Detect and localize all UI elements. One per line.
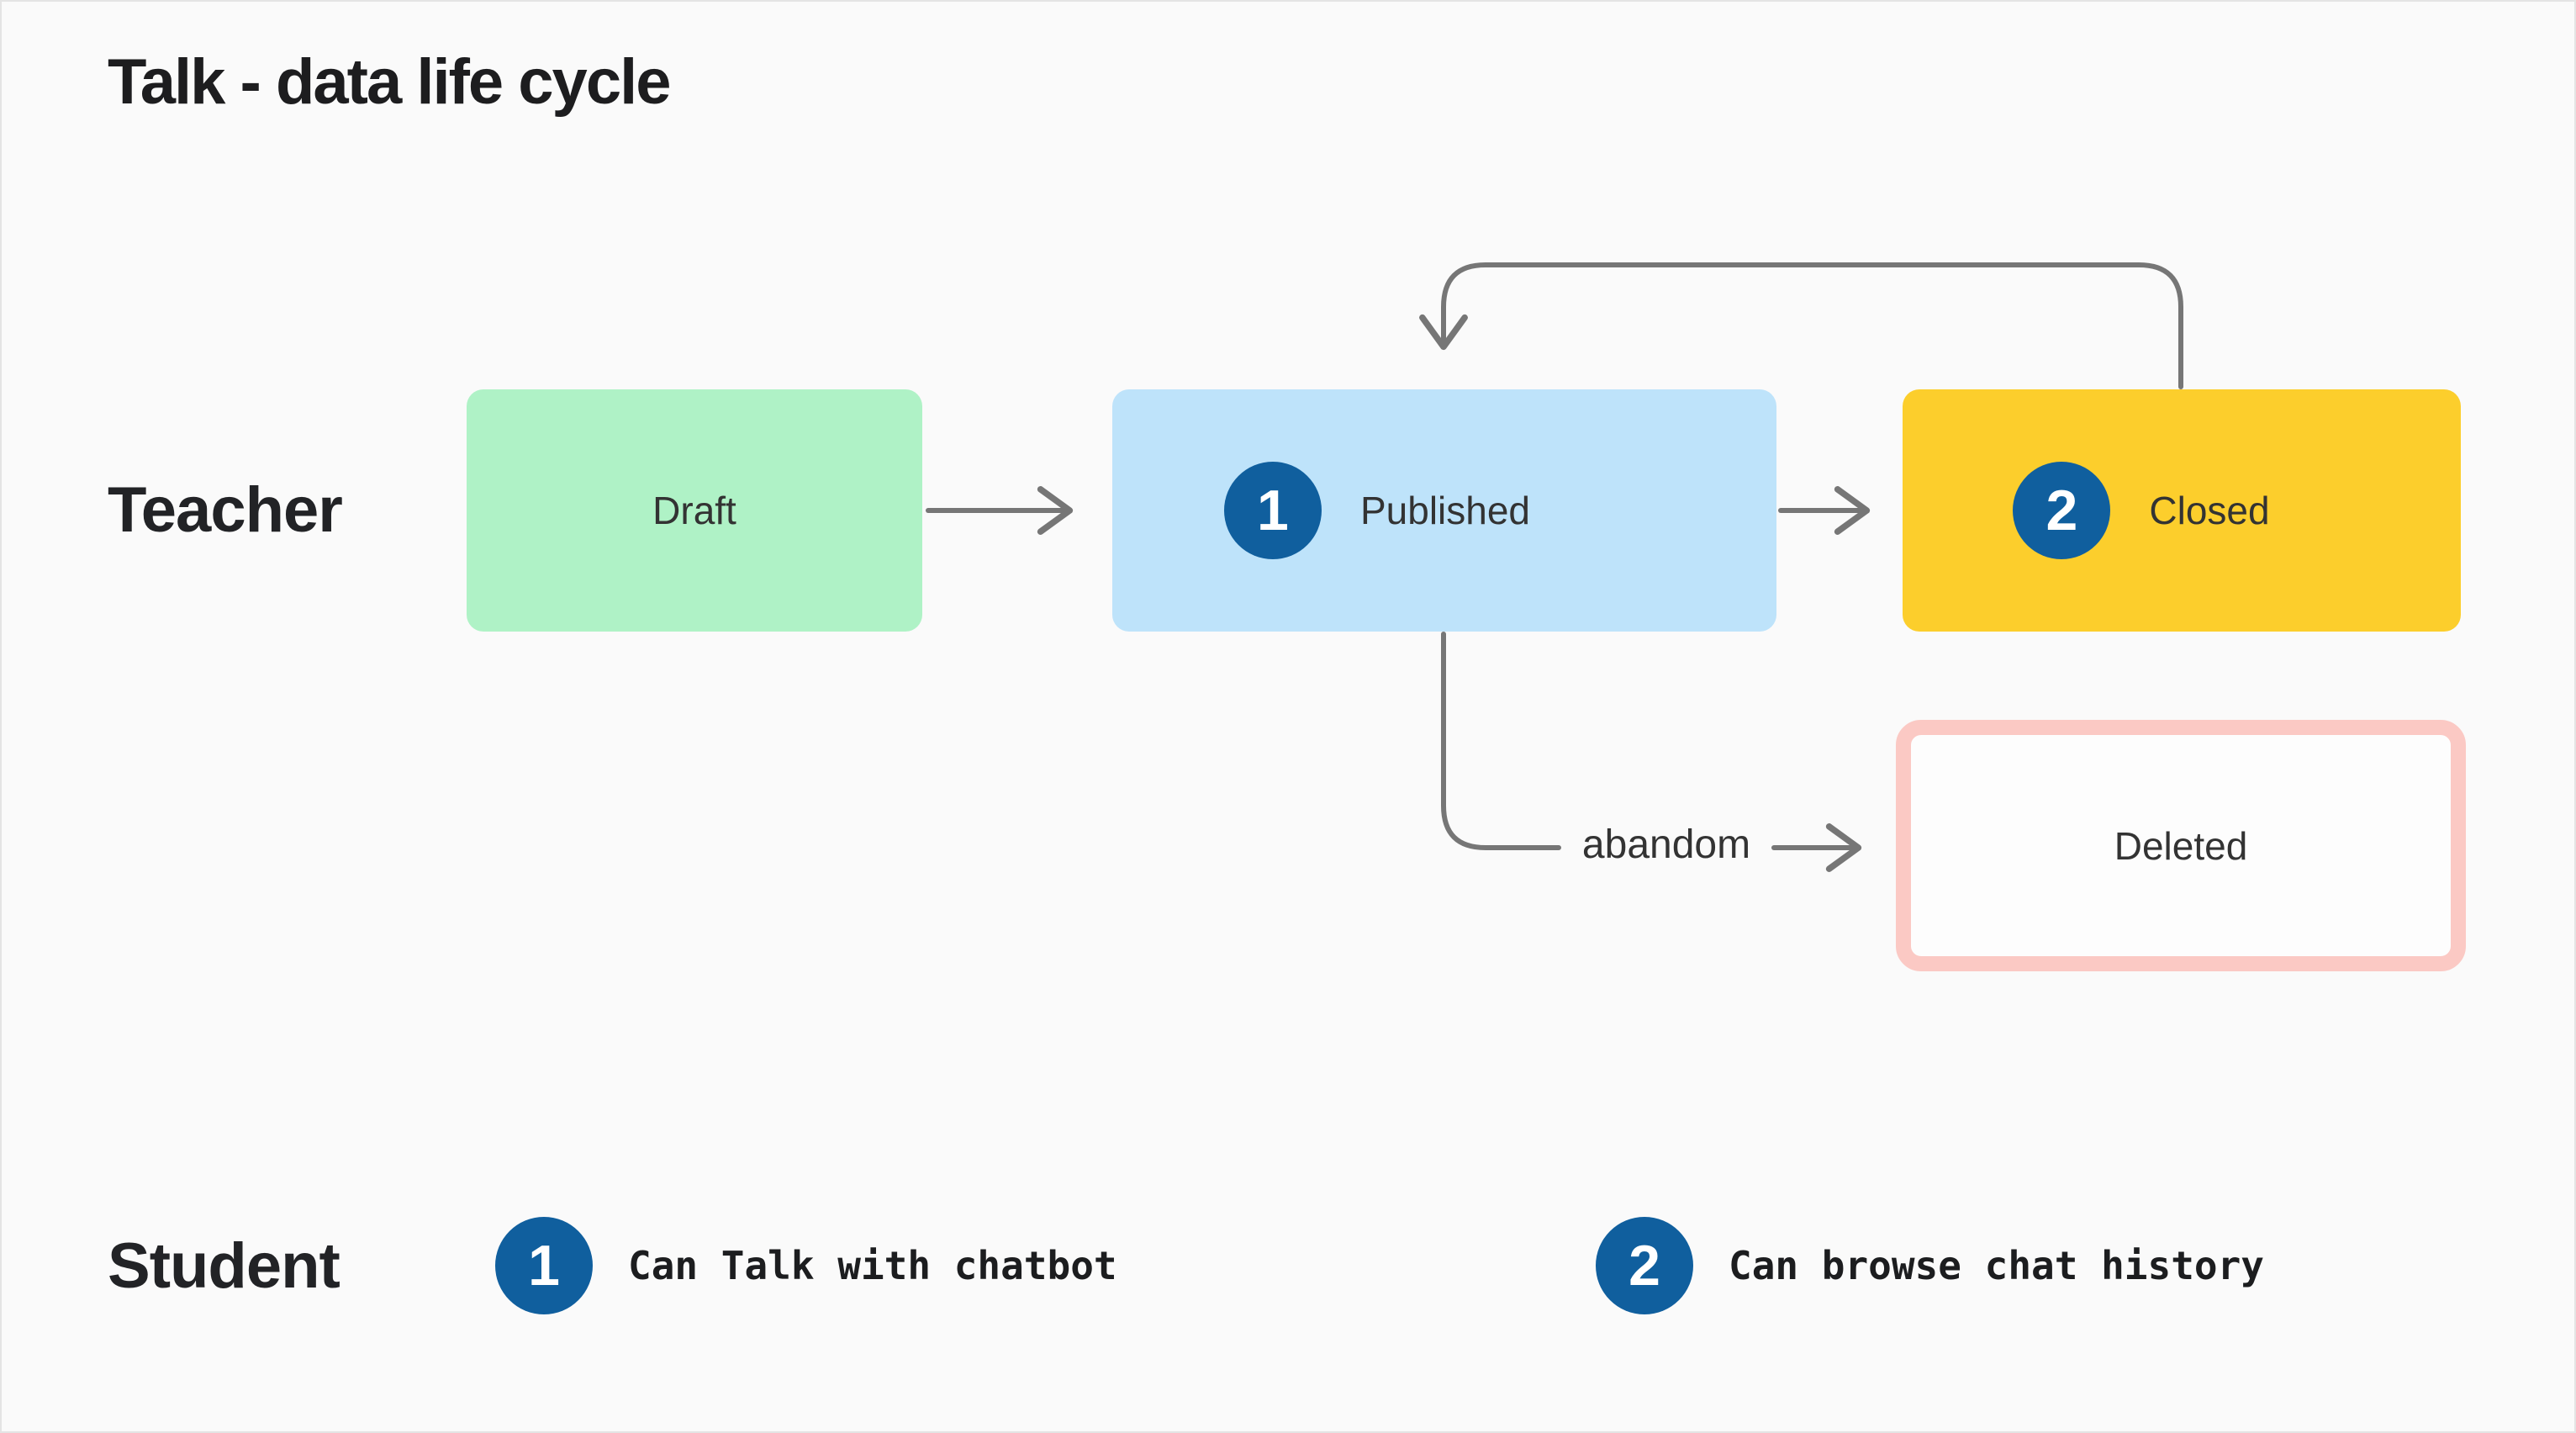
legend-item-talk: 1 Can Talk with chatbot (495, 1217, 1117, 1314)
node-deleted-label: Deleted (2114, 823, 2248, 868)
node-closed[interactable]: 2 Closed (1903, 389, 2461, 632)
page-title: Talk - data life cycle (108, 46, 671, 118)
legend-badge-1: 1 (495, 1217, 593, 1314)
edge-published-to-deleted (1441, 632, 1561, 850)
legend-text-history: Can browse chat history (1729, 1243, 2264, 1288)
edge-label-abandon: abandom (1581, 822, 1751, 867)
legend-badge-2: 2 (1596, 1217, 1693, 1314)
edge-closed-to-published-loop (1419, 262, 2183, 389)
node-published-label: Published (1359, 489, 1531, 532)
node-published[interactable]: 1 Published (1112, 389, 1776, 632)
node-draft[interactable]: Draft (467, 389, 922, 632)
node-closed-label: Closed (2149, 489, 2270, 532)
legend-item-history: 2 Can browse chat history (1596, 1217, 2264, 1314)
lane-label-teacher: Teacher (108, 474, 343, 546)
node-deleted[interactable]: Deleted (1896, 720, 2466, 971)
lane-label-student: Student (108, 1230, 340, 1302)
badge-1: 1 (1223, 462, 1322, 559)
legend-text-talk: Can Talk with chatbot (628, 1243, 1117, 1288)
node-draft-label: Draft (652, 489, 736, 532)
badge-2: 2 (2013, 462, 2111, 559)
